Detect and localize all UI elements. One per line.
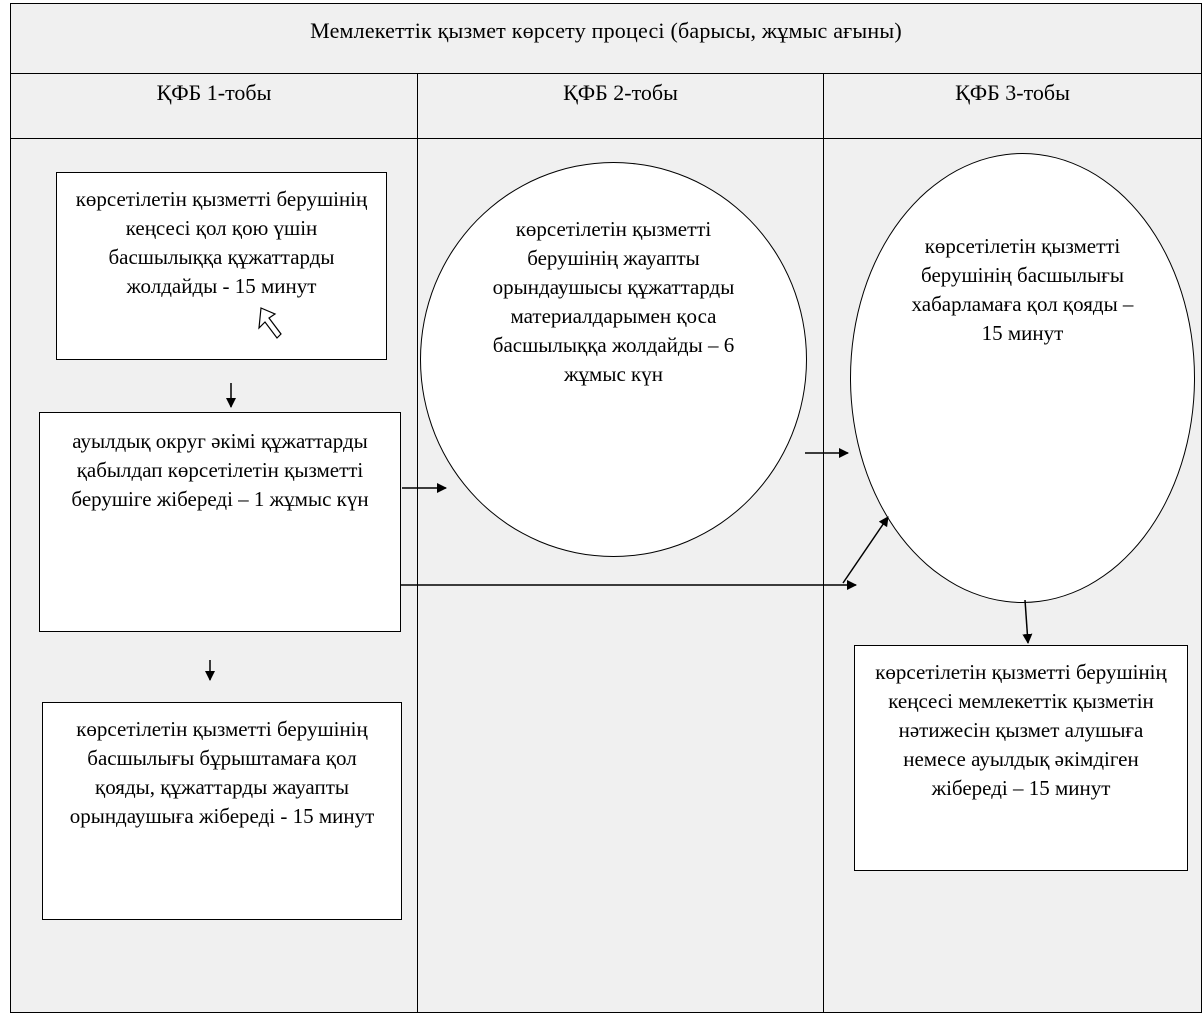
step-oval-management-sign-text: көрсетілетін қызметті берушінің басшылығ… — [911, 234, 1134, 345]
step-box-office-send-text: көрсетілетін қызметті берушінің кеңсесі … — [75, 187, 368, 298]
title-row: Мемлекеттік қызмет көрсету процесі (бары… — [11, 4, 1201, 74]
diagram-title: Мемлекеттік қызмет көрсету процесі (бары… — [310, 18, 902, 43]
step-box-akim-accept-text: ауылдық округ әкімі құжаттарды қабылдап … — [71, 429, 369, 511]
step-box-akim-accept: ауылдық округ әкімі құжаттарды қабылдап … — [39, 412, 401, 632]
lane-label-2: ҚФБ 2-тобы — [563, 80, 678, 105]
step-box-management-resolution: көрсетілетін қызметті берушінің басшылығ… — [42, 702, 402, 920]
lane-header-3: ҚФБ 3-тобы — [824, 74, 1201, 139]
lane-body-1 — [11, 139, 418, 1012]
lane-label-1: ҚФБ 1-тобы — [156, 80, 272, 105]
step-box-management-resolution-text: көрсетілетін қызметті берушінің басшылығ… — [69, 717, 375, 828]
lane-body-2 — [418, 139, 824, 1012]
step-box-result-send-text: көрсетілетін қызметті берушінің кеңсесі … — [875, 660, 1167, 800]
step-oval-executor-text: көрсетілетін қызметті берушінің жауапты … — [492, 217, 735, 386]
lane-label-3: ҚФБ 3-тобы — [955, 80, 1070, 105]
step-box-office-send: көрсетілетін қызметті берушінің кеңсесі … — [56, 172, 387, 360]
lane-header-2: ҚФБ 2-тобы — [418, 74, 824, 139]
lane-header-1: ҚФБ 1-тобы — [11, 74, 418, 139]
step-oval-management-sign: көрсетілетін қызметті берушінің басшылығ… — [850, 153, 1195, 603]
step-oval-executor: көрсетілетін қызметті берушінің жауапты … — [420, 162, 807, 557]
step-box-result-send: көрсетілетін қызметті берушінің кеңсесі … — [854, 645, 1188, 871]
